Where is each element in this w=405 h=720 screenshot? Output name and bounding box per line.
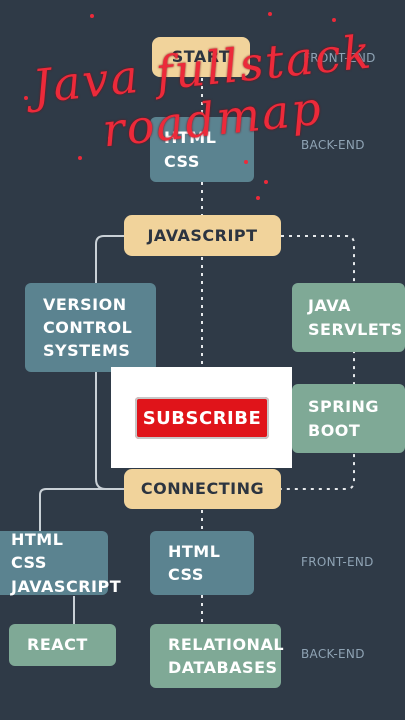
start-label: START bbox=[171, 47, 231, 67]
vcs-line-3: SYSTEMS bbox=[43, 341, 131, 361]
red-dot bbox=[90, 14, 94, 18]
subscribe-panel: SUBSCRIBE bbox=[111, 367, 292, 468]
vcs-line-2: CONTROL bbox=[43, 317, 133, 337]
red-dot bbox=[108, 136, 112, 140]
red-dot bbox=[268, 12, 272, 16]
red-dot bbox=[332, 18, 336, 22]
html-css-top-node: HTML CSS bbox=[150, 117, 254, 182]
back-end-label-low: BACK-END bbox=[301, 647, 365, 661]
branch-left bbox=[39, 488, 124, 532]
red-dot bbox=[78, 156, 82, 160]
css-low-label: CSS bbox=[168, 565, 204, 584]
css-label: CSS bbox=[164, 151, 200, 171]
javascript-node: JAVASCRIPT bbox=[124, 215, 281, 256]
spring-line-2: BOOT bbox=[308, 420, 361, 440]
front-end-label-low: FRONT-END bbox=[301, 555, 374, 569]
javascript-label: JAVASCRIPT bbox=[147, 225, 258, 245]
react-label: REACT bbox=[27, 635, 88, 655]
red-dot bbox=[264, 180, 268, 184]
html-label: HTML bbox=[164, 128, 217, 148]
front-end-label-top: FRONT-END bbox=[303, 51, 376, 65]
servlets-line-1: JAVA bbox=[308, 296, 351, 316]
java-servlets-node: JAVA SERVLETS bbox=[292, 283, 405, 352]
html-low-label: HTML bbox=[168, 541, 221, 561]
version-control-node: VERSION CONTROL SYSTEMS bbox=[25, 283, 156, 372]
db-line-2: DATABASES bbox=[168, 658, 278, 677]
html-css-js-node: HTML CSS JAVASCRIPT bbox=[0, 530, 122, 596]
back-end-label-top: BACK-END bbox=[301, 138, 365, 152]
connecting-label: CONNECTING bbox=[140, 479, 265, 499]
red-dot bbox=[244, 160, 248, 164]
htmljs-line-2: JAVASCRIPT bbox=[11, 576, 122, 596]
subscribe-button[interactable]: SUBSCRIBE bbox=[135, 397, 269, 439]
db-line-1: RELATIONAL bbox=[168, 634, 285, 654]
red-dot bbox=[24, 96, 28, 100]
react-node: REACT bbox=[9, 624, 116, 666]
spring-boot-node: SPRING BOOT bbox=[292, 384, 405, 453]
servlets-line-2: SERVLETS bbox=[308, 319, 403, 339]
red-dot bbox=[256, 196, 260, 200]
htmljs-line-1: HTML CSS bbox=[11, 530, 64, 573]
spring-line-1: SPRING bbox=[308, 397, 380, 417]
vcs-line-1: VERSION bbox=[43, 294, 127, 314]
connecting-node: CONNECTING bbox=[124, 469, 281, 509]
relational-databases-node: RELATIONAL DATABASES bbox=[150, 624, 285, 688]
start-node: START bbox=[152, 37, 250, 77]
html-css-low-node: HTML CSS bbox=[150, 531, 254, 595]
